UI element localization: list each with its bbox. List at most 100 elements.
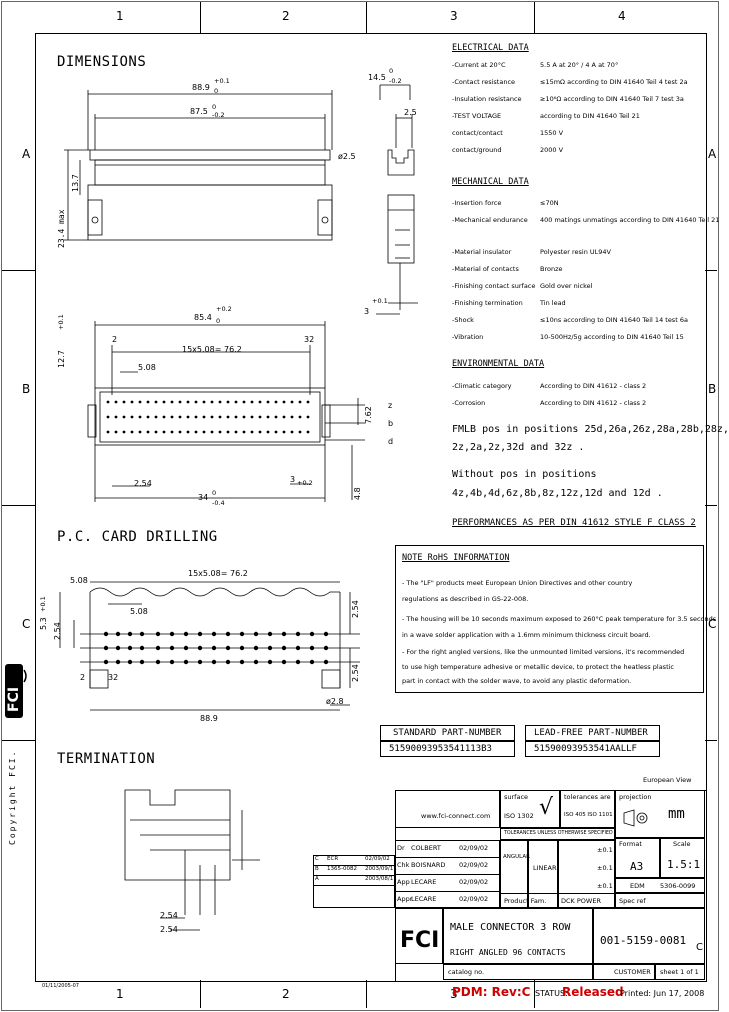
- linear-label: LINEAR: [533, 864, 557, 872]
- dim-tolerance: -0.2: [389, 77, 402, 85]
- rohs-line: in a wave solder application with a 1.6m…: [402, 631, 651, 639]
- rohs-line: to use high temperature adhesive or meta…: [402, 663, 674, 671]
- projection-label: projection: [619, 793, 652, 801]
- dim-tolerance: +0.2: [216, 305, 232, 313]
- leadfree-part-value-text: 51590093953541AALLF: [534, 744, 637, 754]
- environmental-table: -Climatic category According to DIN 4161…: [452, 383, 702, 417]
- electrical-title: ELECTRICAL DATA: [452, 43, 529, 53]
- grid-label-bottom: 3: [450, 987, 458, 1001]
- spec-value: Tin lead: [540, 299, 566, 307]
- people-row: Dr COLBERT 02/09/02: [395, 840, 500, 858]
- size-cell: Format A3: [615, 838, 660, 878]
- dim-tolerance: +0.1: [57, 314, 65, 330]
- role: App: [397, 878, 410, 886]
- dim-label: 3: [290, 475, 296, 484]
- people-row: Chk BOISNARD 02/09/02: [395, 857, 500, 875]
- table-row: -Finishing termination Tin lead: [452, 300, 702, 317]
- section-title-pcb: P.C. CARD DRILLING: [57, 529, 218, 545]
- rev-date: 2003/08/11: [365, 876, 397, 882]
- svg-text:FCI: FCI: [6, 687, 22, 712]
- status-value: Released: [562, 985, 624, 999]
- spec-name: -Mechanical endurance: [452, 216, 528, 224]
- dim-label: 14.5: [368, 73, 386, 82]
- product-family-value: DCK POWER: [561, 897, 601, 905]
- dim-label: ø2.5: [338, 152, 356, 161]
- edm-cell: EDM 5306-0099: [615, 878, 705, 893]
- rohs-line: - The "LF" products meet European Union …: [402, 579, 633, 587]
- fci-logo-text: FCI: [398, 950, 406, 956]
- table-row: -Contact resistance ≤15mΩ according to D…: [452, 79, 702, 96]
- grid-tick: [366, 2, 367, 33]
- inner-frame: [35, 33, 707, 982]
- customer-label: CUSTOMER: [614, 968, 651, 976]
- sheet-cell: sheet 1 of 1: [655, 964, 705, 980]
- spec-name: -Corrosion: [452, 399, 486, 407]
- date: 02/09/02: [459, 895, 489, 903]
- fmlb-line: FMLB pos in positions 25d,26a,26z,28a,28…: [452, 424, 729, 435]
- printed-date: Printed: Jun 17, 2008: [620, 989, 705, 998]
- table-row: -Mechanical endurance 400 matings unmati…: [452, 216, 719, 249]
- fci-logo-side: FCI: [4, 660, 28, 722]
- product-cell: Product Fam. DCK POWER: [500, 893, 615, 908]
- fci-logo: FCI: [400, 919, 440, 961]
- dim-label: 2.5: [404, 108, 417, 117]
- grid-tick: [705, 740, 717, 741]
- fmlb-line: Without pos in positions: [452, 469, 597, 480]
- rohs-title: NOTE RoHS INFORMATION: [402, 553, 510, 563]
- tol-value: ±0.1: [597, 864, 613, 872]
- revision-row: C ECR 02/09/02: [313, 855, 395, 866]
- pin-number: 32: [108, 673, 119, 682]
- dim-tolerance: -0.2: [212, 111, 225, 119]
- dim-label: 88.9: [200, 714, 218, 723]
- spec-value: Polyester resin UL94V: [540, 248, 611, 256]
- fmlb-line: 2z,2a,2z,32d and 32z .: [452, 442, 585, 453]
- website-cell: www.fci-connect.com: [395, 790, 500, 828]
- grid-label-left: A: [22, 147, 31, 161]
- person-name: BOISNARD: [411, 861, 446, 869]
- dim-label: 85.4: [194, 313, 212, 322]
- spec-name: contact/contact: [452, 129, 503, 137]
- table-row: -Climatic category According to DIN 4161…: [452, 383, 702, 400]
- fmlb-line: 4z,4b,4d,6z,8b,8z,12z,12d and 12d .: [452, 488, 663, 499]
- table-row: -TEST VOLTAGE according to DIN 41640 Tei…: [452, 113, 702, 130]
- dim-tolerance: 0: [212, 489, 217, 497]
- leadfree-part-label: LEAD-FREE PART-NUMBER: [525, 725, 660, 741]
- pcb-hole-row: [103, 659, 329, 665]
- edm-label: EDM: [630, 882, 645, 890]
- table-row: -Material insulator Polyester resin UL94…: [452, 249, 702, 266]
- grid-label-top: 2: [282, 9, 290, 23]
- spec-name: -Insertion force: [452, 199, 502, 207]
- mechanical-title: MECHANICAL DATA: [452, 177, 529, 187]
- dim-label: 34: [198, 493, 209, 502]
- dim-label: 2.54: [160, 911, 178, 920]
- spec-name: -Finishing contact surface: [452, 282, 536, 290]
- product-family-label: Product Fam.: [504, 897, 547, 905]
- dim-tolerance: +0.1: [39, 596, 47, 612]
- scale-label: Scale: [673, 840, 691, 848]
- role: Appr: [397, 895, 413, 903]
- grid-tick: [2, 505, 35, 506]
- dim-label: 5.3: [39, 617, 48, 630]
- pcb-hole-row: [103, 631, 329, 637]
- drawing-number-cell: 001-5159-0081 C: [593, 908, 705, 964]
- revision-letter: C: [696, 942, 703, 953]
- leadfree-part-value: 51590093953541AALLF: [525, 741, 660, 757]
- rohs-notes-box: NOTE RoHS INFORMATION - The "LF" product…: [395, 545, 716, 693]
- spec-name: -Material of contacts: [452, 265, 519, 273]
- rohs-line: regulations as described in GS-22-008.: [402, 595, 529, 603]
- tolerances-standard: ISO 405 ISO 1101: [564, 812, 613, 818]
- grid-tick: [2, 740, 35, 741]
- spec-value: 2000 V: [540, 146, 564, 154]
- sheet-text: sheet 1 of 1: [660, 968, 699, 976]
- section-title-termination: TERMINATION: [57, 751, 156, 767]
- check-icon: √: [539, 795, 554, 820]
- table-row: -Insertion force ≤70N: [452, 200, 702, 217]
- pin-number: 2: [112, 335, 118, 344]
- mechanical-table: -Insertion force ≤70N -Mechanical endura…: [452, 200, 719, 351]
- dim-label: 13.7: [71, 174, 80, 192]
- dim-label: 87.5: [190, 107, 208, 116]
- role: Chk: [397, 861, 410, 869]
- dim-label: 7.62: [364, 406, 373, 424]
